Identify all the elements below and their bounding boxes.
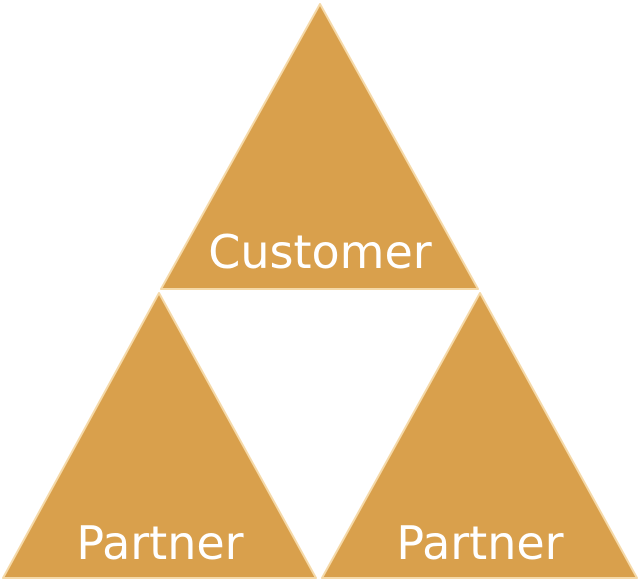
triangle-bottom-left-group: Partner xyxy=(2,292,317,579)
triangle-bottom-right-group: Partner xyxy=(321,292,638,579)
triangle-bottom-left xyxy=(2,292,317,579)
triangle-top xyxy=(160,3,479,290)
triangle-top-group: Customer xyxy=(160,3,479,290)
triangle-bottom-right xyxy=(321,292,638,579)
triangle-bottom-right-label: Partner xyxy=(396,516,563,570)
triangle-top-label: Customer xyxy=(208,225,432,279)
triangle-bottom-left-label: Partner xyxy=(76,516,243,570)
